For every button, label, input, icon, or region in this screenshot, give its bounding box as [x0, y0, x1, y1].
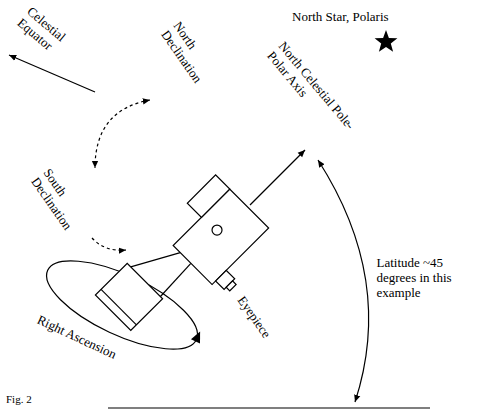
declination-arrow: [92, 238, 126, 250]
star-label: North Star, Polaris: [292, 9, 422, 24]
equator-arrow: [9, 55, 95, 92]
declination-arrow: [95, 100, 150, 168]
eyepiece-cap: [226, 281, 236, 291]
ascension-arrow-head: [191, 329, 205, 343]
latitude-arc: [318, 160, 369, 402]
declination-label: South Declination: [28, 166, 96, 245]
ascension-ellipse: [35, 243, 209, 367]
declination-label: North Declination: [158, 19, 226, 98]
declination-housing: [187, 175, 229, 217]
equator-label: Celestial Equator: [15, 4, 82, 67]
base-edge: [101, 289, 136, 324]
declination-knob: [210, 223, 224, 237]
counterweight-base: [95, 263, 162, 330]
polar-axis-arrow: [250, 150, 305, 205]
latitude-note: Latitude ~45 degrees in this example: [377, 255, 472, 300]
eyepiece-label: Eyepiece: [235, 293, 282, 351]
ground-line: [108, 407, 430, 408]
mount-rod: [159, 263, 192, 296]
polar-axis-label: North Celestial Pole- Polar Axis: [264, 39, 365, 152]
figure-caption: Fig. 2: [6, 392, 32, 407]
polaris-star: [375, 30, 398, 52]
ascension-ring: [35, 243, 214, 369]
